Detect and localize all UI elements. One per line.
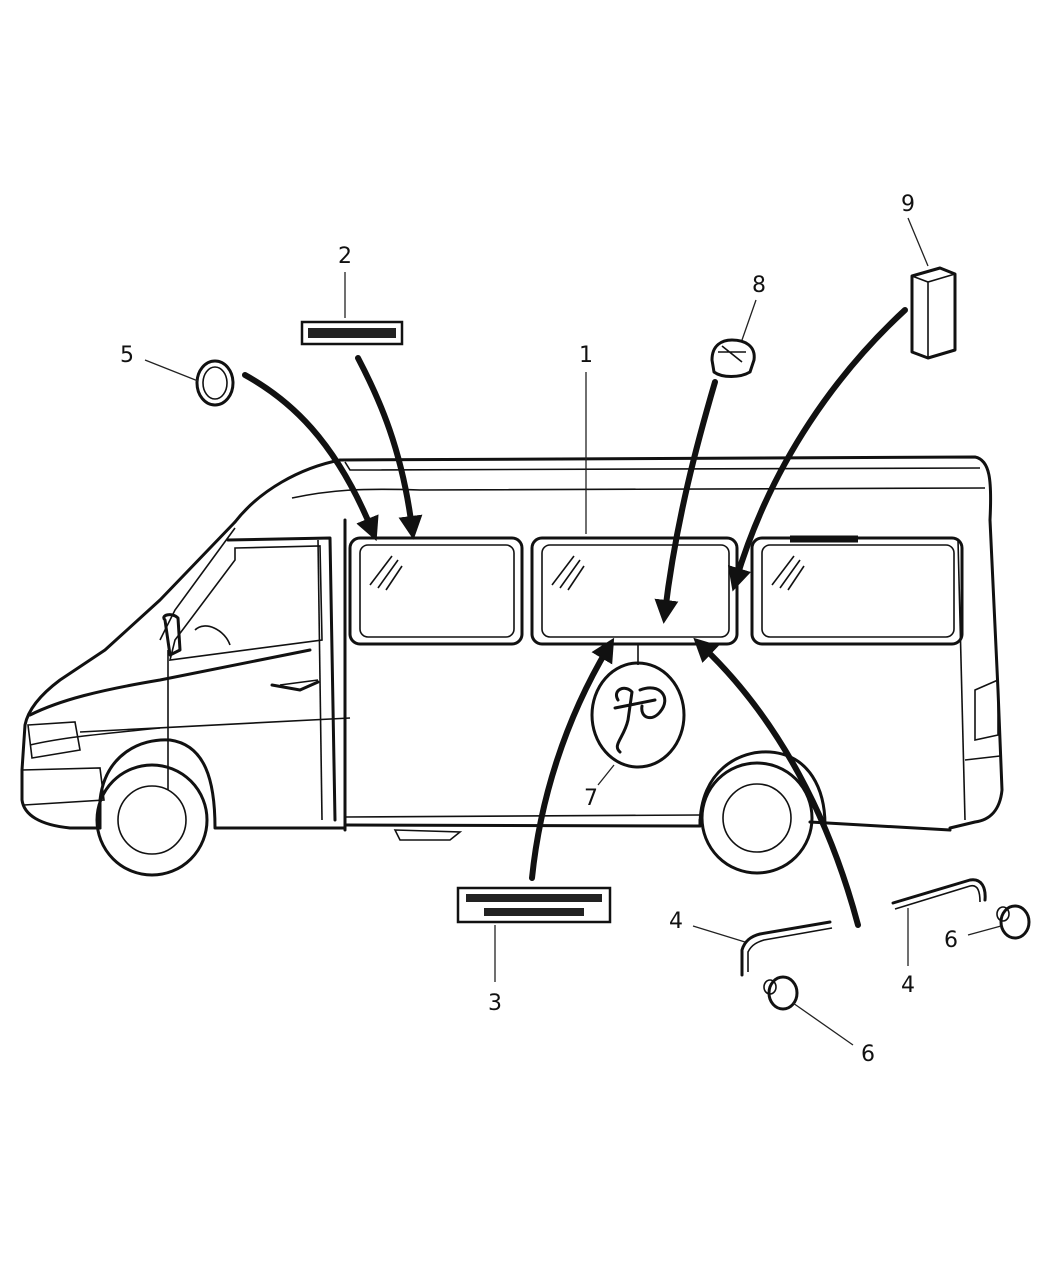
callout-6-right: 6 (944, 928, 958, 953)
block-part-9 (910, 266, 957, 360)
callout-7: 7 (584, 786, 598, 811)
cap-part-6-left (763, 975, 799, 1011)
callout-3: 3 (488, 991, 502, 1016)
rear-wheel (700, 761, 814, 875)
label-part-2 (300, 320, 404, 346)
callout-6-left: 6 (861, 1042, 875, 1067)
callout-4-left: 4 (669, 909, 683, 934)
side-window-rear (750, 535, 964, 646)
leader-lines (144, 217, 1002, 1046)
rail-part-4-right (891, 878, 987, 910)
callout-1: 1 (579, 343, 593, 368)
van-body (20, 455, 1004, 841)
front-wheel (95, 763, 209, 877)
plug-part-5 (195, 359, 235, 407)
side-window-middle (530, 536, 739, 646)
callout-numbers: 1 2 3 4 4 5 6 6 7 8 9 (120, 192, 958, 1067)
emblem-decal (590, 645, 686, 769)
callout-5: 5 (120, 343, 134, 368)
callout-2: 2 (338, 244, 352, 269)
callout-8: 8 (752, 273, 766, 298)
clip-part-8 (710, 338, 756, 378)
rail-part-4-left (740, 920, 833, 977)
label-part-3 (456, 886, 612, 924)
callout-9: 9 (901, 192, 915, 217)
side-window-front (348, 536, 524, 646)
assembly-arrows (242, 307, 908, 928)
callout-4-right: 4 (901, 973, 915, 998)
cap-part-6-right (996, 904, 1031, 940)
